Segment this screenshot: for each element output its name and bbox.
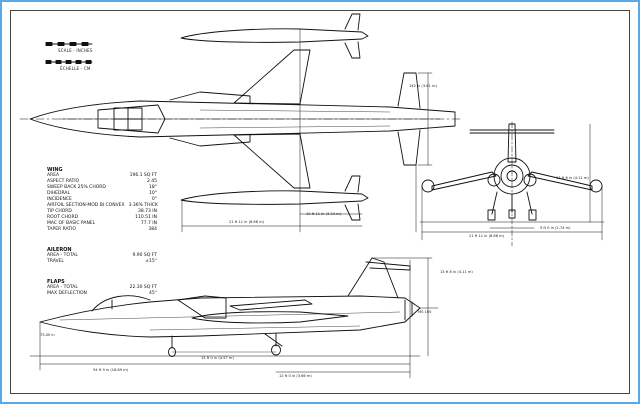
dim-front-height: 13 ft 6 in (4.11 m) <box>556 176 589 180</box>
dim-side-nose-ref: MS 100 <box>418 310 432 314</box>
drawing-sheet <box>10 10 630 394</box>
wing-spec-row: MAC OF BASIC PANEL 77.7 IN <box>47 221 157 227</box>
wing-spec-label: SWEEP BACK 25% CHORD <box>47 185 106 190</box>
wing-spec-row: AREA 196.1 SQ FT <box>47 173 157 179</box>
scale-inches-label: SCALE - INCHES <box>58 48 93 53</box>
aileron-spec-row: TRAVEL ±15° <box>47 259 157 265</box>
flaps-spec-list: AREA - TOTAL 22.30 SQ FT MAX DEFLECTION 45° <box>47 285 157 297</box>
wing-spec-label: TAPER RATIO <box>47 227 76 232</box>
dim-front-span: 21 ft 11 in (6.68 m) <box>469 234 505 238</box>
dim-side-nose: 73.00 in <box>40 333 55 337</box>
wing-heading: WING <box>47 167 63 173</box>
wing-spec-value: 3.36% THICK <box>128 203 158 208</box>
wing-spec-row: ASPECT RATIO 2.45 <box>47 179 157 185</box>
flaps-heading: FLAPS <box>47 279 65 285</box>
aileron-spec-row: AREA - TOTAL 9.90 SQ FT <box>47 253 157 259</box>
wing-spec-row: DIHEDRAL 10° <box>47 191 157 197</box>
flaps-spec-value: 22.30 SQ FT <box>129 285 157 290</box>
dim-side-tail: 12 ft 0 in (3.66 m) <box>279 374 312 378</box>
wing-spec-value: 0° <box>151 197 157 202</box>
dim-side-wheelbase: 15 ft 0 in (4.57 m) <box>201 356 234 360</box>
wing-spec-row: SWEEP BACK 25% CHORD 18° <box>47 185 157 191</box>
wing-spec-label: MAC OF BASIC PANEL <box>47 221 96 226</box>
wing-spec-label: ROOT CHORD <box>47 215 79 220</box>
flaps-spec-row: AREA - TOTAL 22.30 SQ FT <box>47 285 157 291</box>
side-view <box>29 257 439 379</box>
wing-spec-row: INCIDENCE 0° <box>47 197 157 203</box>
wing-spec-label: TIP CHORD <box>47 209 72 214</box>
dim-front-tread: 9 ft 0 in (2.74 m) <box>540 226 571 230</box>
flaps-spec-label: AREA - TOTAL <box>47 285 78 290</box>
top-view <box>19 13 461 233</box>
aileron-spec-label: TRAVEL <box>47 259 64 264</box>
wing-spec-value: 18° <box>149 185 157 190</box>
aileron-spec-list: AREA - TOTAL 9.90 SQ FT TRAVEL ±15° <box>47 253 157 265</box>
wing-spec-label: ASPECT RATIO <box>47 179 80 184</box>
dim-top-wingspan: 21 ft 11 in (6.68 m) <box>229 220 265 224</box>
wing-spec-row: TAPER RATIO 384 <box>47 227 157 233</box>
flaps-spec-value: 45° <box>149 291 157 296</box>
front-view <box>419 121 605 247</box>
scale-bar-metric <box>45 60 93 64</box>
wing-spec-value: 38.73 IN <box>137 209 157 214</box>
wing-spec-value: 2.45 <box>146 179 157 184</box>
wing-spec-value: 196.1 SQ FT <box>129 173 157 178</box>
flaps-spec-label: MAX DEFLECTION <box>47 291 87 296</box>
aileron-heading: AILERON <box>47 247 72 253</box>
wing-spec-label: DIHEDRAL <box>47 191 71 196</box>
wing-spec-row: ROOT CHORD 110.51 IN <box>47 215 157 221</box>
scale-bar-inches <box>45 42 93 46</box>
flaps-spec-row: MAX DEFLECTION 45° <box>47 291 157 297</box>
wing-spec-label: INCIDENCE <box>47 197 72 202</box>
aileron-spec-label: AREA - TOTAL <box>47 253 78 258</box>
wing-spec-label: AIRFOIL SECTION-MOD BI CONVEX <box>47 203 125 208</box>
aileron-spec-value: ±15° <box>145 259 157 264</box>
aileron-spec-value: 9.90 SQ FT <box>132 253 157 258</box>
wing-spec-label: AREA <box>47 173 60 178</box>
wing-spec-value: 384 <box>148 227 157 232</box>
wing-spec-value: 77.7 IN <box>140 221 157 226</box>
scale-metric-label: ÉCHELLE - CM. <box>60 66 92 71</box>
dim-side-length: 54 ft 9 in (16.69 m) <box>93 368 129 372</box>
wing-spec-value: 110.51 IN <box>135 215 157 220</box>
dim-top-stabilizer: 142 in (3.61 m) <box>409 84 437 88</box>
wing-spec-row: TIP CHORD 38.73 IN <box>47 209 157 215</box>
dim-side-height: 13 ft 6 in (4.11 m) <box>440 270 473 274</box>
wing-spec-value: 10° <box>149 191 157 196</box>
